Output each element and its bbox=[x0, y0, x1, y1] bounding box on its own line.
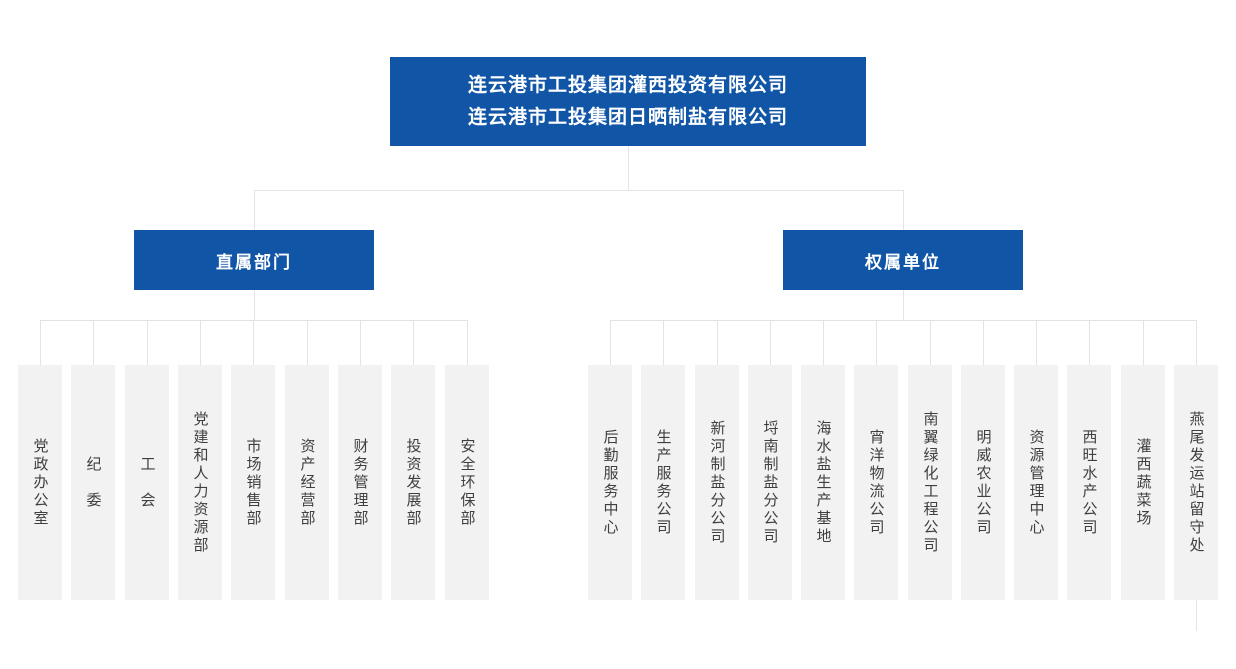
unit-label: 西旺水产公司 bbox=[1080, 428, 1098, 537]
unit-label: 明威农业公司 bbox=[974, 428, 992, 537]
connector-drop bbox=[147, 320, 148, 365]
connector-drop bbox=[1036, 320, 1037, 365]
unit-box: 后勤服务中心 bbox=[588, 365, 632, 600]
connector-drop bbox=[930, 320, 931, 365]
unit-box: 西旺水产公司 bbox=[1067, 365, 1111, 600]
unit-label: 海水盐生产基地 bbox=[814, 419, 832, 546]
connector-drop bbox=[663, 320, 664, 365]
unit-box: 灌西蔬菜场 bbox=[1121, 365, 1165, 600]
connector-drop bbox=[93, 320, 94, 365]
unit-label: 新河制盐分公司 bbox=[708, 419, 726, 546]
connector-drop bbox=[413, 320, 414, 365]
dept-box: 纪 委 bbox=[71, 365, 115, 600]
unit-box: 生产服务公司 bbox=[641, 365, 685, 600]
dept-label: 纪 委 bbox=[84, 455, 102, 510]
connector-drop bbox=[823, 320, 824, 365]
dept-box: 投资发展部 bbox=[391, 365, 435, 600]
branch-subsidiary-units: 权属单位 bbox=[783, 230, 1023, 290]
connector-to-direct-branch bbox=[254, 190, 255, 230]
unit-label: 资源管理中心 bbox=[1027, 428, 1045, 537]
connector-drop bbox=[360, 320, 361, 365]
connector-root-down bbox=[628, 146, 629, 190]
unit-box: 宵洋物流公司 bbox=[854, 365, 898, 600]
connector-drop bbox=[717, 320, 718, 365]
unit-box: 海水盐生产基地 bbox=[801, 365, 845, 600]
unit-label: 后勤服务中心 bbox=[601, 428, 619, 537]
company-name-line2: 连云港市工投集团日晒制盐有限公司 bbox=[467, 106, 788, 128]
unit-box: 资源管理中心 bbox=[1014, 365, 1058, 600]
dept-label: 市场销售部 bbox=[244, 437, 262, 528]
dept-box: 资产经营部 bbox=[285, 365, 329, 600]
unit-box: 埒南制盐分公司 bbox=[748, 365, 792, 600]
unit-label: 灌西蔬菜场 bbox=[1134, 437, 1152, 528]
connector-drop bbox=[610, 320, 611, 365]
unit-label: 南翼绿化工程公司 bbox=[921, 410, 939, 555]
branch-direct-departments: 直属部门 bbox=[134, 230, 374, 290]
dept-box: 工 会 bbox=[125, 365, 169, 600]
dept-label: 工 会 bbox=[138, 455, 156, 510]
unit-label: 宵洋物流公司 bbox=[867, 428, 885, 537]
unit-box: 燕尾发运站留守处 bbox=[1174, 365, 1218, 600]
dept-label: 财务管理部 bbox=[351, 437, 369, 528]
dept-label: 安全环保部 bbox=[458, 437, 476, 528]
dept-label: 党建和人力资源部 bbox=[191, 410, 209, 555]
unit-box: 明威农业公司 bbox=[961, 365, 1005, 600]
dept-box: 党政办公室 bbox=[18, 365, 62, 600]
unit-box: 南翼绿化工程公司 bbox=[908, 365, 952, 600]
connector-top-horizontal bbox=[254, 190, 904, 191]
unit-box: 新河制盐分公司 bbox=[695, 365, 739, 600]
connector-to-subsidiaries-branch bbox=[903, 190, 904, 230]
connector-subsidiaries-horizontal bbox=[610, 320, 1197, 321]
connector-direct-down bbox=[254, 290, 255, 320]
unit-label: 生产服务公司 bbox=[654, 428, 672, 537]
connector-drop bbox=[467, 320, 468, 365]
connector-subsidiaries-down bbox=[903, 290, 904, 320]
connector-drop bbox=[1143, 320, 1144, 365]
branch-subsidiaries-label: 权属单位 bbox=[865, 252, 941, 272]
dept-box: 安全环保部 bbox=[445, 365, 489, 600]
unit-label: 燕尾发运站留守处 bbox=[1187, 410, 1205, 555]
dept-box: 党建和人力资源部 bbox=[178, 365, 222, 600]
connector-drop bbox=[200, 320, 201, 365]
root-company-box: 连云港市工投集团灌西投资有限公司 连云港市工投集团日晒制盐有限公司 bbox=[390, 57, 866, 146]
connector-drop bbox=[1089, 320, 1090, 365]
branch-direct-label: 直属部门 bbox=[216, 252, 292, 272]
dept-label: 党政办公室 bbox=[31, 437, 49, 528]
connector-direct-horizontal bbox=[40, 320, 468, 321]
connector-drop bbox=[40, 320, 41, 365]
connector-drop bbox=[307, 320, 308, 365]
connector-drop bbox=[253, 320, 254, 365]
connector-drop bbox=[876, 320, 877, 365]
company-name-line1: 连云港市工投集团灌西投资有限公司 bbox=[467, 75, 788, 97]
unit-label: 埒南制盐分公司 bbox=[761, 419, 779, 546]
dept-box: 市场销售部 bbox=[231, 365, 275, 600]
dept-label: 资产经营部 bbox=[298, 437, 316, 528]
connector-drop bbox=[983, 320, 984, 365]
connector-drop bbox=[770, 320, 771, 365]
dept-label: 投资发展部 bbox=[404, 437, 422, 528]
dept-box: 财务管理部 bbox=[338, 365, 382, 600]
